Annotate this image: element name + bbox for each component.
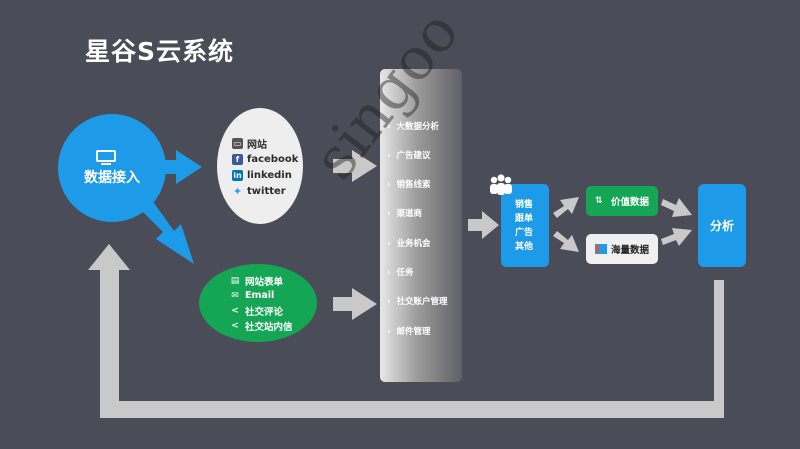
sales-box-text: 销售 跟单 广告 其他 xyxy=(514,200,533,252)
hub-arrow-lower xyxy=(138,196,194,264)
arrow-value-to-analysis xyxy=(661,198,692,217)
source-social-comment: <社交评论 xyxy=(231,305,284,318)
source-social-message: <社交站内信 xyxy=(231,320,293,333)
linkedin-icon: in xyxy=(232,169,243,181)
form-icon: ▤ xyxy=(230,275,240,286)
source-website: ▭网站 xyxy=(232,137,267,151)
hub-circle xyxy=(58,114,166,222)
panel-item: 任务 xyxy=(387,266,467,278)
panel-item: 销售线索 xyxy=(387,178,467,190)
hub-label: 数据接入 xyxy=(84,170,140,186)
arrow-forms-to-panel xyxy=(333,288,377,320)
share-icon: < xyxy=(231,305,239,316)
arrow-sales-to-mass xyxy=(553,231,579,252)
monitor-stand xyxy=(101,163,111,165)
panel-item: 邮件管理 xyxy=(387,325,467,337)
arrow-online-to-panel xyxy=(333,150,377,182)
share-icon: < xyxy=(231,320,239,331)
sales-box xyxy=(501,184,549,267)
arrow-sales-to-value xyxy=(553,197,579,218)
panel-item: 广告建议 xyxy=(387,149,467,161)
arrow-panel-to-sales xyxy=(468,211,499,239)
source-email: ✉Email xyxy=(231,290,275,301)
panel-item: 社交账户管理 xyxy=(387,295,467,307)
panel-item: 渠道商 xyxy=(387,207,467,219)
arrow-mass-to-analysis xyxy=(661,228,692,246)
page-title: 星谷S云系统 xyxy=(85,37,235,66)
source-twitter: ✦twitter xyxy=(232,184,286,198)
mass-data-icon xyxy=(594,244,607,254)
value-data-icon: ⇅ xyxy=(594,196,603,206)
analysis-box: 分析 xyxy=(698,184,746,267)
mail-icon: ✉ xyxy=(231,290,239,301)
mass-data-box: 海量数据 xyxy=(586,234,658,264)
twitter-icon: ✦ xyxy=(232,184,243,198)
panel-item: 业务机会 xyxy=(387,237,467,249)
source-web-form: ▤网站表单 xyxy=(230,275,284,288)
people-icon xyxy=(490,174,512,195)
online-sources-ellipse xyxy=(217,108,303,224)
form-sources-ellipse xyxy=(199,264,317,342)
hub-arrow-upper xyxy=(148,150,202,184)
monitor-icon xyxy=(96,150,116,162)
facebook-icon: f xyxy=(232,153,243,165)
form-sources-list: ▤网站表单 ✉Email <社交评论 <社交站内信 xyxy=(230,273,293,333)
monitor-small-icon: ▭ xyxy=(232,137,243,149)
value-data-box: ⇅ 价值数据 xyxy=(586,186,658,216)
panel-item: 大数据分析 xyxy=(387,120,467,132)
